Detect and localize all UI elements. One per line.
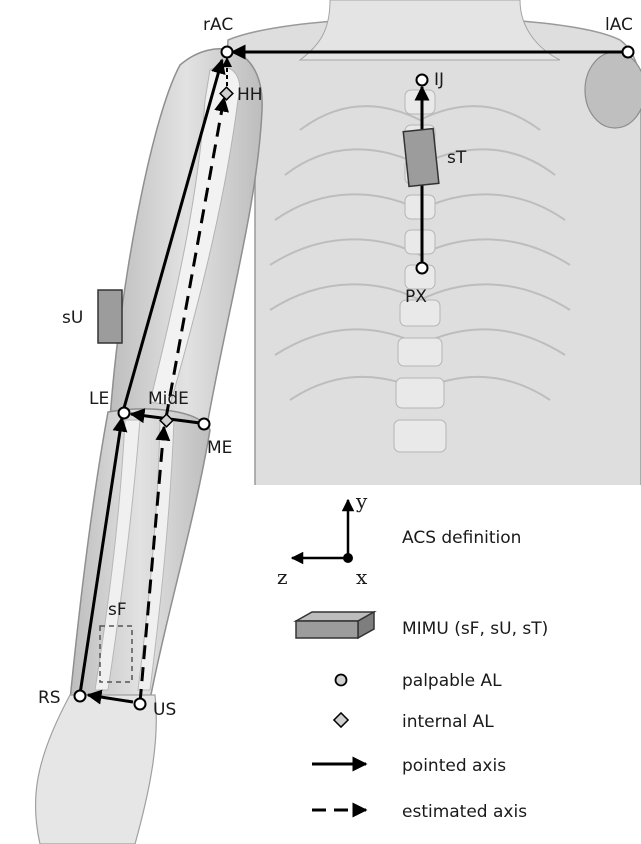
- label-lAC: lAC: [605, 15, 633, 35]
- legend-mimu-label: MIMU (sF, sU, sT): [402, 619, 548, 639]
- triad-x-dot: [343, 553, 353, 563]
- marker-IJ: [417, 75, 428, 86]
- label-sU: sU: [62, 308, 83, 328]
- label-sT: sT: [447, 148, 467, 168]
- label-IJ: IJ: [434, 70, 444, 90]
- legend-internal-label: internal AL: [402, 712, 494, 732]
- forearm-silhouette: [70, 409, 210, 700]
- legend-mimu-swatch: [296, 612, 374, 638]
- label-rAC: rAC: [203, 15, 233, 35]
- sensor-sT-box: [403, 129, 439, 187]
- marker-lAC: [623, 47, 634, 58]
- label-US: US: [153, 700, 176, 720]
- marker-US: [135, 699, 146, 710]
- sensor-sU-box: [98, 290, 122, 343]
- legend-estimated-label: estimated axis: [402, 802, 527, 822]
- legend-palpable-swatch: [336, 675, 347, 686]
- marker-ME: [199, 419, 210, 430]
- marker-LE: [119, 408, 130, 419]
- label-RS: RS: [38, 688, 61, 708]
- triad-x-label: x: [356, 565, 368, 589]
- hand-silhouette: [35, 695, 156, 844]
- label-ME: ME: [207, 438, 232, 458]
- legend-pointed-label: pointed axis: [402, 756, 506, 776]
- left-shoulder: [585, 52, 641, 128]
- legend-palpable-label: palpable AL: [402, 671, 502, 691]
- triad-z-label: z: [277, 565, 288, 589]
- label-PX: PX: [405, 287, 427, 307]
- label-HH: HH: [237, 85, 263, 105]
- marker-rAC: [222, 47, 233, 58]
- label-sF: sF: [108, 600, 127, 620]
- triad-y-label: y: [355, 489, 368, 513]
- label-MidE: MidE: [148, 389, 189, 409]
- label-LE: LE: [89, 389, 109, 409]
- acs-caption: ACS definition: [402, 528, 521, 548]
- marker-RS: [75, 691, 86, 702]
- marker-PX: [417, 263, 428, 274]
